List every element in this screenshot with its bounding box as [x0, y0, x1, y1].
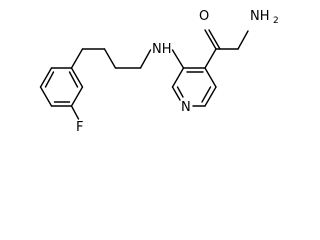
- fluorine-label: F: [76, 120, 83, 135]
- cf-bond: [70, 105, 80, 120]
- amide-subscript-label: 2: [273, 16, 279, 26]
- carboxamide-group: [204, 29, 249, 69]
- pyridine-ring: [171, 67, 217, 107]
- amine-label: NH: [152, 42, 172, 57]
- oxygen-label: O: [199, 9, 209, 24]
- ethyl-linker: [70, 48, 152, 69]
- amide-nitrogen-label: NH: [250, 9, 270, 24]
- pyridine-nitrogen-label: N: [181, 100, 191, 115]
- amine-bond: [171, 49, 185, 69]
- molecule-diagram: O NH 2 NH N F: [39, 9, 279, 135]
- fluorophenyl-ring: [39, 67, 84, 107]
